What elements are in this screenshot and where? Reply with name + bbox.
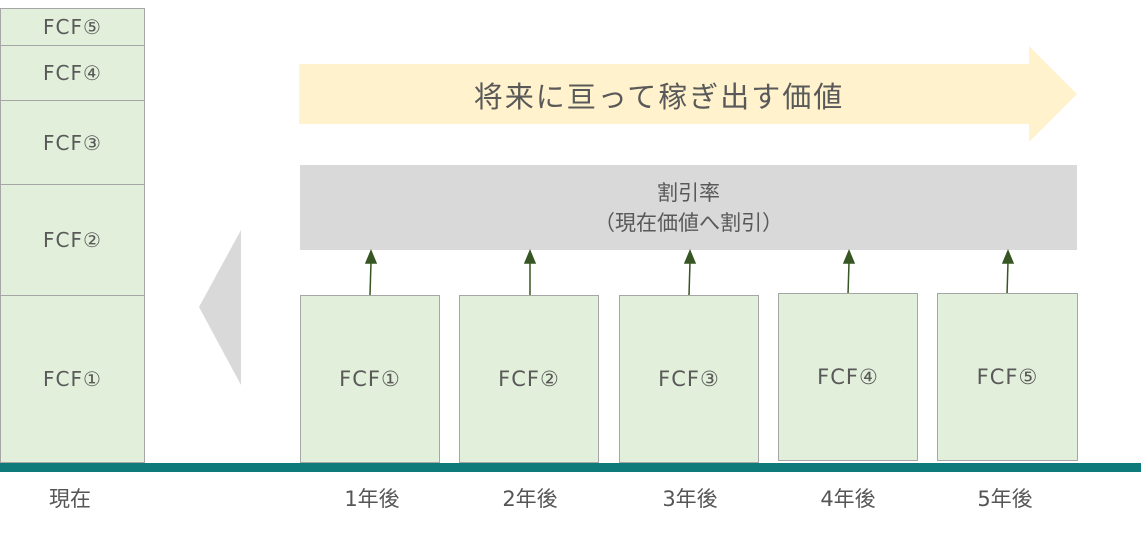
stack-box-fcf4: FCF④	[0, 45, 145, 101]
stack-box-fcf3: FCF③	[0, 100, 145, 185]
future-value-arrow	[299, 46, 1077, 142]
up-arrow-3-head	[683, 249, 697, 264]
timeline-label-year4: 4年後	[820, 487, 876, 511]
stack-box-fcf2: FCF②	[0, 184, 145, 296]
discount-rate-box: 割引率 （現在価値へ割引）	[300, 165, 1077, 250]
timeline-label-year5: 5年後	[977, 487, 1033, 511]
timeline-label-year2: 2年後	[502, 487, 558, 511]
stack-box-fcf5: FCF⑤	[0, 8, 145, 46]
up-arrow-1-head	[364, 249, 378, 264]
future-box-fcf3: FCF③	[619, 295, 759, 463]
timeline-label-year1: 1年後	[344, 487, 400, 511]
future-box-fcf4: FCF④	[778, 293, 918, 461]
timeline-bar	[0, 463, 1141, 472]
future-box-fcf5: FCF⑤	[937, 293, 1078, 461]
up-arrow-5-head	[1001, 249, 1015, 264]
up-arrow-4	[847, 261, 850, 296]
future-box-fcf1: FCF①	[300, 295, 440, 463]
up-arrow-3	[688, 261, 691, 296]
up-arrow-4-head	[842, 249, 856, 264]
up-arrow-2-head	[523, 249, 537, 264]
up-arrow-1	[369, 261, 372, 296]
discount-rate-subtitle: （現在価値へ割引）	[594, 210, 783, 235]
timeline-label-year3: 3年後	[662, 487, 718, 511]
discount-rate-title: 割引率	[657, 180, 720, 205]
timeline-label-now: 現在	[49, 487, 91, 511]
discount-direction-arrow	[199, 230, 241, 385]
stack-box-fcf1: FCF①	[0, 295, 145, 463]
future-value-label: 将来に亘って稼ぎ出す価値	[473, 80, 845, 114]
up-arrow-5	[1006, 261, 1009, 296]
future-box-fcf2: FCF②	[459, 295, 599, 463]
